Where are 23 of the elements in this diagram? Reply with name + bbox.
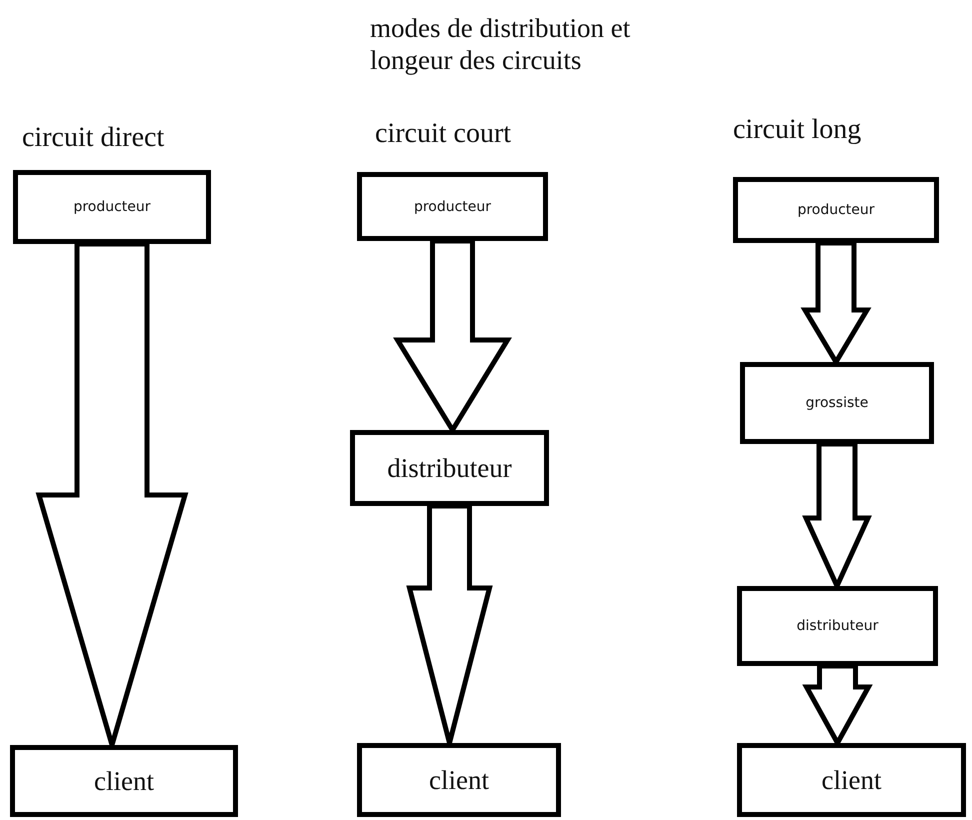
process-box (740, 362, 934, 444)
column-heading: circuit court (375, 118, 512, 150)
column-heading: circuit long (733, 114, 862, 146)
box-label: producteur (797, 202, 875, 218)
process-box (13, 170, 211, 244)
process-box (737, 743, 966, 817)
box-label: client (429, 764, 489, 796)
box-label: client (94, 766, 154, 796)
box-label: grossiste (806, 395, 868, 411)
process-box (357, 172, 548, 241)
process-box (357, 743, 561, 817)
box-label: distributeur (796, 618, 878, 634)
process-box (350, 430, 549, 506)
process-box (737, 586, 938, 666)
process-box (733, 177, 939, 243)
box-label: producteur (414, 198, 492, 214)
diagram-title: modes de distribution et longeur des circuits (370, 12, 632, 76)
box-label: producteur (73, 199, 151, 215)
column-heading: circuit direct (22, 122, 164, 154)
block-arrow (406, 504, 493, 746)
box-label: client (822, 764, 882, 796)
process-box (10, 745, 238, 817)
box-label: distributeur (387, 452, 512, 484)
